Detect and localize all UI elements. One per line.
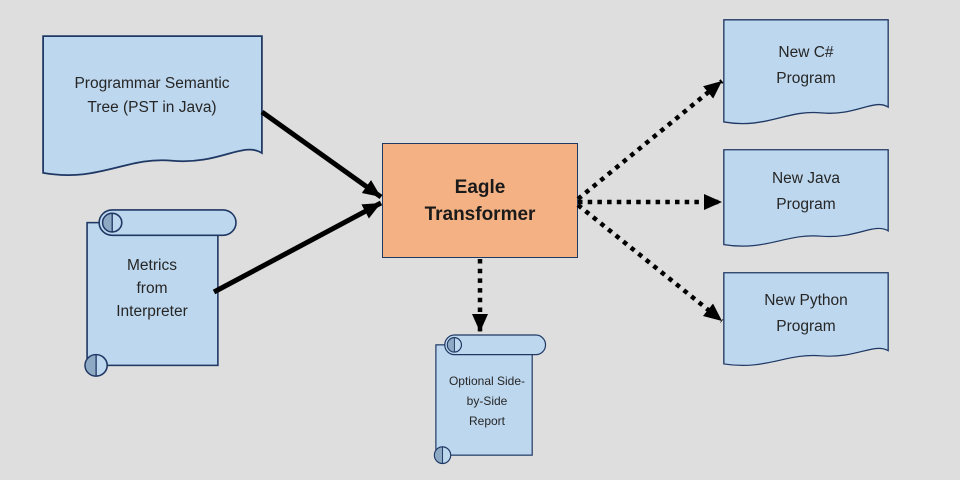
csharp-document-shape: New C# Program [723,19,889,131]
document-shape-icon [723,272,889,366]
edge-metrics-to-transformer [212,200,383,295]
edge-transformer-to-csharp [576,79,724,201]
vertical-scroll-icon [84,209,237,377]
report-label: Optional Side-by-Side Report [448,374,526,428]
python-label: New Python Program [764,292,848,335]
pst-document-shape: Programmar Semantic Tree (PST in Java) [42,35,263,185]
python-document-shape: New Python Program [723,272,889,372]
report-scroll-shape: Optional Side-by-Side Report [427,332,547,468]
document-shape-icon [723,149,889,247]
transformer-box: Eagle Transformer [382,143,578,258]
document-shape-icon [723,19,889,125]
java-label: New Java Program [771,170,841,213]
vertical-scroll-icon [433,334,547,465]
metrics-label: Metrics from Interpreter [116,257,188,320]
metrics-scroll-shape: Metrics from Interpreter [75,206,238,382]
document-shape-icon [42,35,263,176]
pst-label: Programmar Semantic Tree (PST in Java) [74,75,230,116]
edge-pst-to-transformer [260,109,383,200]
csharp-label: New C# Program [776,44,836,87]
edge-transformer-to-python [576,203,724,323]
java-document-shape: New Java Program [723,149,889,253]
transformer-label: Eagle Transformer [424,176,536,225]
